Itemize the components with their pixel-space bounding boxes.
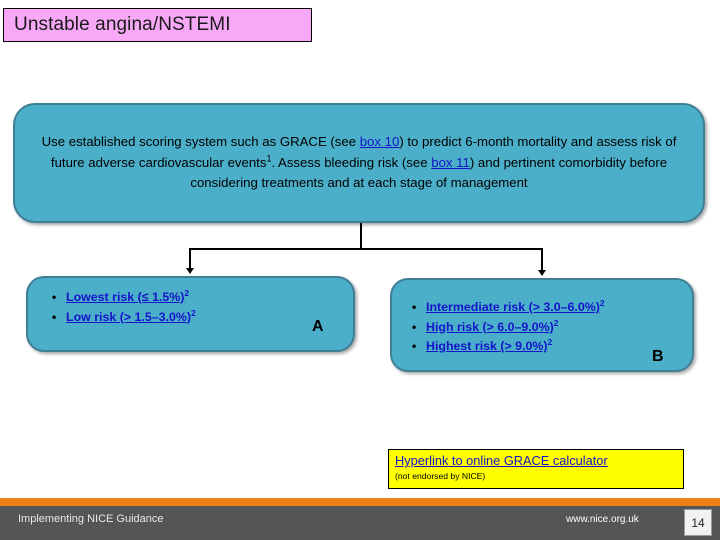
box-11-link[interactable]: box 11 [431,154,470,170]
page-number: 14 [684,509,712,536]
footer-bar [0,506,720,540]
arrow-down-right-icon [538,270,546,276]
high-risk-box: Intermediate risk (> 3.0–6.0%)2 High ris… [390,278,694,372]
arrow-down-left-icon [186,268,194,274]
connector-left-branch [189,248,191,270]
list-item[interactable]: Lowest risk (≤ 1.5%)2 [52,288,353,308]
connector-horizontal [189,248,543,250]
box-label-b: B [652,348,664,365]
risk-link-label: Low risk (> 1.5–3.0%) [66,309,191,324]
risk-link-label: Intermediate risk (> 3.0–6.0%) [426,300,600,314]
box-10-link[interactable]: box 10 [359,134,400,150]
risk-link-label: High risk (> 6.0–9.0%) [426,319,554,334]
footnote-marker: 2 [191,307,196,318]
connector-stem [360,223,362,249]
connector-right-branch [541,248,543,272]
box-label-a: A [312,318,324,335]
list-item[interactable]: Highest risk (> 9.0%)2 [412,337,692,357]
grace-calculator-link[interactable]: Hyperlink to online GRACE calculator [395,453,608,468]
statement-part-3: . Assess bleeding risk (see [271,154,432,170]
statement-part-4: ) and pertinent comorbidity before consi… [190,154,668,191]
footnote-marker: 2 [547,337,553,348]
list-item[interactable]: Low risk (> 1.5–3.0%)2 [52,308,353,328]
statement-part-1: Use established scoring system such as G… [41,134,360,150]
statement-part-2: ) to predict 6-month mortality and asses… [50,134,677,170]
low-risk-list: Lowest risk (≤ 1.5%)2 Low risk (> 1.5–3.… [28,278,353,327]
guidance-statement-text: Use established scoring system such as G… [15,132,703,193]
footer-accent-stripe [0,498,720,506]
high-risk-list: Intermediate risk (> 3.0–6.0%)2 High ris… [392,280,692,357]
footnote-marker: 2 [184,287,190,298]
footer-left-text: Implementing NICE Guidance [18,513,164,525]
grace-calculator-box[interactable]: Hyperlink to online GRACE calculator (no… [388,449,684,489]
footnote-marker-1: 1 [266,153,272,164]
footer-url: www.nice.org.uk [566,514,639,525]
risk-link-label: Lowest risk (≤ 1.5%) [66,290,185,304]
footnote-marker: 2 [599,297,605,308]
page-title: Unstable angina/NSTEMI [14,14,231,35]
slide-title-box: Unstable angina/NSTEMI [3,8,312,42]
low-risk-box: Lowest risk (≤ 1.5%)2 Low risk (> 1.5–3.… [26,276,355,352]
list-item[interactable]: High risk (> 6.0–9.0%)2 [412,318,692,338]
list-item[interactable]: Intermediate risk (> 3.0–6.0%)2 [412,298,692,318]
grace-calculator-note: (not endorsed by NICE) [395,471,486,482]
guidance-statement-box: Use established scoring system such as G… [13,103,705,223]
footnote-marker: 2 [553,317,559,328]
risk-link-label: Highest risk (> 9.0%) [426,339,548,354]
